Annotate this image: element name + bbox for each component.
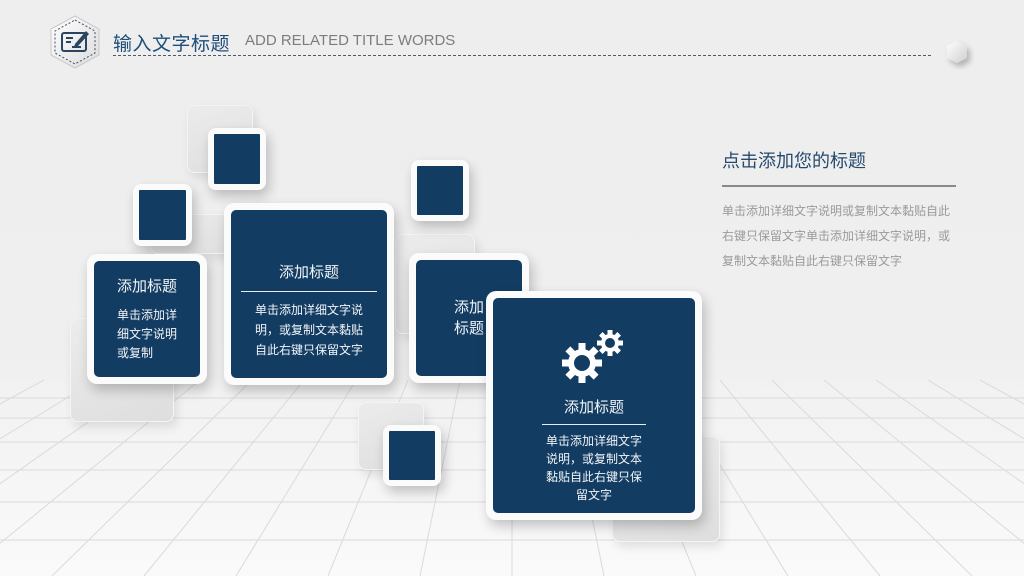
header-badge <box>48 14 102 70</box>
decor-navy-tile <box>133 184 192 246</box>
edit-note-icon <box>50 15 100 69</box>
section-divider <box>722 185 956 187</box>
card-divider <box>542 424 646 425</box>
decor-navy-tile <box>208 128 266 190</box>
decor-navy-tile <box>383 425 441 486</box>
card-title: 添加标题 <box>563 398 624 416</box>
card-body: 单击添加详细文字 说明，或复制文本 黏贴自此右键只保 留文字 <box>545 434 642 502</box>
card-left[interactable]: 添加标题 单击添加详 细文字说明 或复制 <box>87 254 207 384</box>
card-title: 添加标题 <box>116 277 177 295</box>
section-body: 单击添加详细文字说明或复制文本黏贴自此右键只保留文字单击添加详细文字说明，或复制… <box>722 204 951 268</box>
card-body: 单击添加详细文字说 明，或复制文本黏贴 自此右键只保留文字 <box>254 303 363 357</box>
card-title: 添加标题 <box>278 263 339 281</box>
decor-navy-tile <box>411 160 469 221</box>
card-divider <box>241 291 377 292</box>
card-body: 单击添加详 细文字说明 或复制 <box>116 308 177 360</box>
card-center[interactable]: 添加标题 单击添加详细文字说 明，或复制文本黏贴 自此右键只保留文字 <box>224 203 394 385</box>
card-featured[interactable]: 添加标题 单击添加详细文字 说明，或复制文本 黏贴自此右键只保 留文字 <box>486 291 702 520</box>
card-title: 添加 标题 <box>453 298 484 337</box>
gears-icon <box>562 330 623 383</box>
page-subtitle: ADD RELATED TITLE WORDS <box>245 32 456 49</box>
page-title: 输入文字标题 <box>113 33 231 55</box>
hexagon-icon <box>944 38 974 70</box>
title-divider <box>113 55 931 56</box>
section-title: 点击添加您的标题 <box>722 151 866 172</box>
